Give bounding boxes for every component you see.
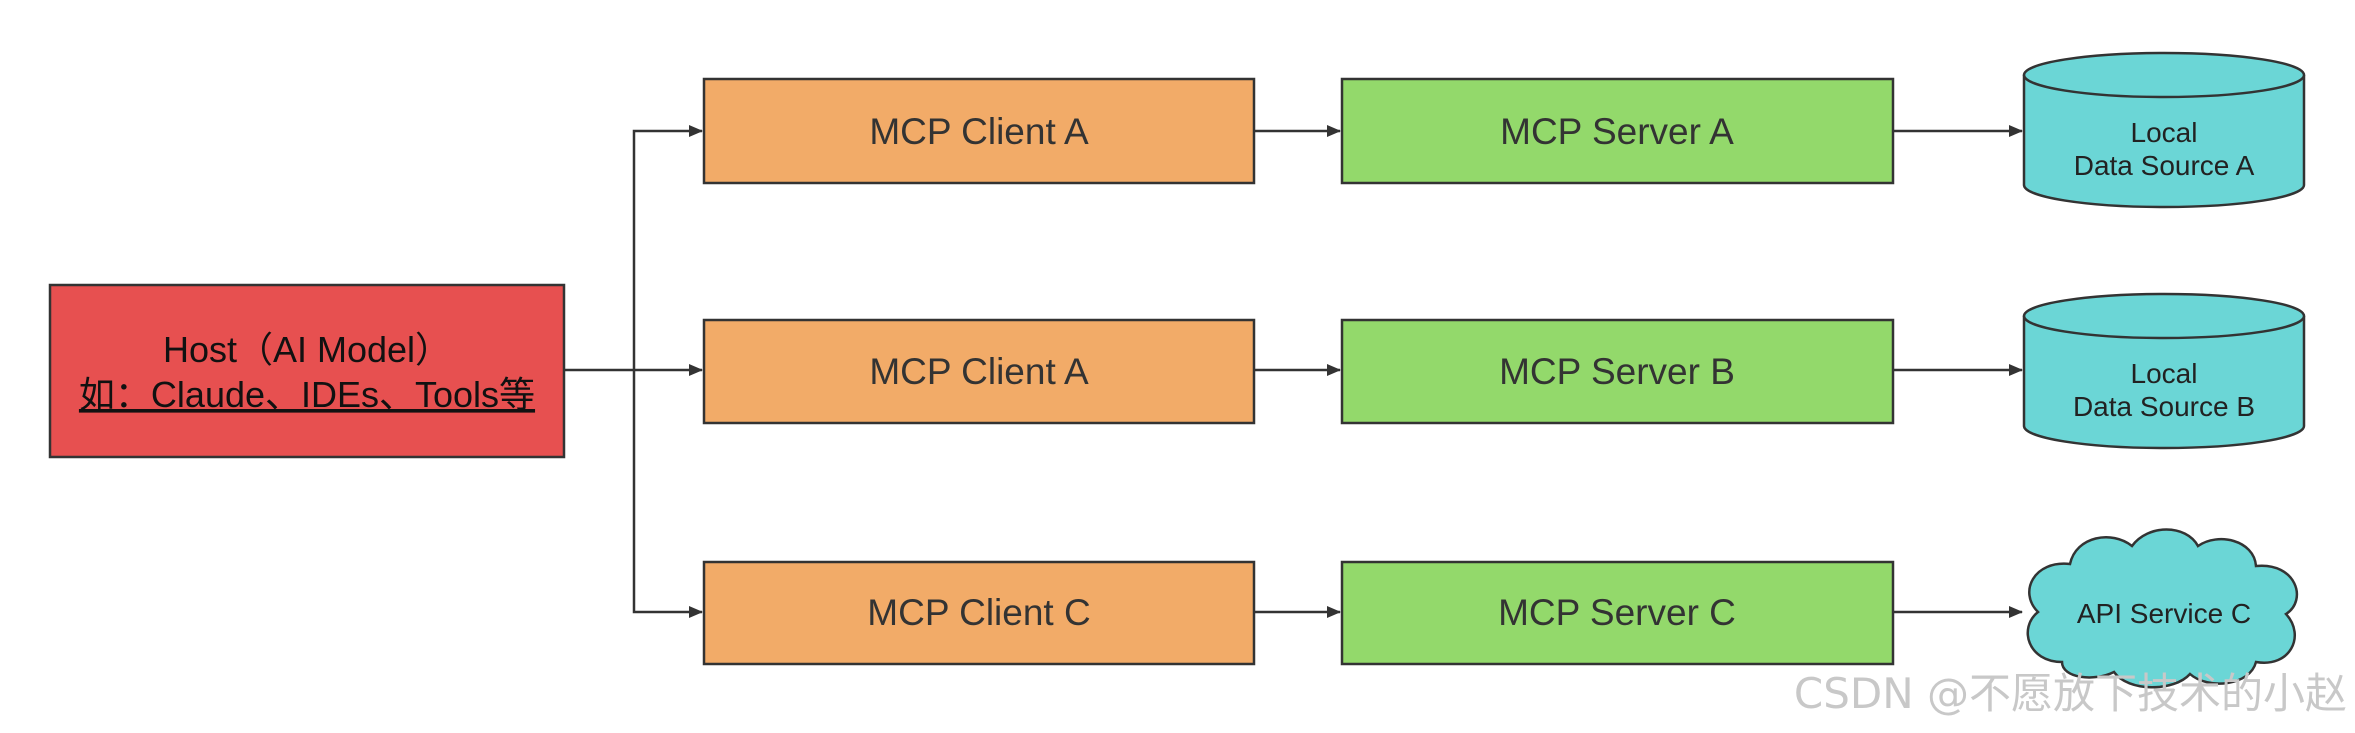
data-source-a-cylinder: Local Data Source A — [2022, 51, 2306, 209]
cylinder-a-top — [2022, 51, 2306, 99]
cloud-shape — [2026, 528, 2299, 689]
server-box-c — [1340, 560, 1895, 666]
client-label-c: MCP Client C — [867, 592, 1090, 633]
data-source-b-line1: Local — [2131, 358, 2198, 389]
data-source-b-line2: Data Source B — [2073, 391, 2255, 422]
host-box — [48, 283, 566, 459]
server-label-a: MCP Server A — [1500, 111, 1734, 152]
host-title: Host（AI Model） — [163, 329, 451, 370]
client-nodes: MCP Client A MCP Client A MCP Client C — [702, 77, 1256, 666]
csdn-watermark: CSDN @不愿放下技术的小赵 — [1794, 669, 2347, 718]
connector-host-to-client-c — [632, 370, 703, 618]
host-node: Host（AI Model） 如：Claude、IDEs、Tools等 — [48, 283, 566, 459]
client-box-c — [702, 560, 1256, 666]
client-box-a-top — [702, 77, 1256, 185]
connectors — [565, 125, 2023, 618]
server-label-b: MCP Server B — [1499, 351, 1735, 392]
connector-host-to-client-a-top — [632, 125, 703, 370]
server-nodes: MCP Server A MCP Server B MCP Server C — [1340, 77, 1895, 666]
client-label-a-top: MCP Client A — [869, 111, 1089, 152]
cylinder-a-body — [2022, 75, 2306, 209]
api-service-cloud: API Service C — [2026, 528, 2299, 689]
data-source-a-line1: Local — [2131, 117, 2198, 148]
data-source-a-line2: Data Source A — [2074, 150, 2255, 181]
server-label-c: MCP Server C — [1498, 592, 1736, 633]
cylinder-b-body — [2022, 316, 2306, 450]
host-examples: 如：Claude、IDEs、Tools等 — [79, 374, 535, 415]
server-box-a — [1340, 77, 1895, 185]
api-service-label: API Service C — [2077, 598, 2251, 629]
client-label-a-middle: MCP Client A — [869, 351, 1089, 392]
data-source-b-cylinder: Local Data Source B — [2022, 292, 2306, 450]
server-box-b — [1340, 318, 1895, 425]
cylinder-b-top — [2022, 292, 2306, 340]
client-box-a-middle — [702, 318, 1256, 425]
